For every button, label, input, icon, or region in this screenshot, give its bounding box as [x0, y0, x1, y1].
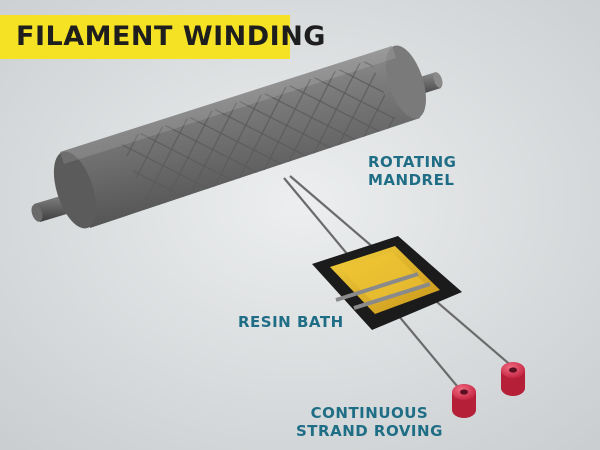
label-line: ROTATING	[368, 153, 457, 171]
label-line: CONTINUOUS	[310, 404, 429, 422]
label-rotating-mandrel: ROTATING MANDREL	[368, 153, 457, 189]
resin-bath	[312, 236, 462, 330]
wound-filament-pattern	[120, 60, 400, 212]
label-continuous-strand-roving: CONTINUOUS STRAND ROVING	[296, 404, 443, 440]
strand-roving-spool	[452, 384, 476, 418]
title-banner: FILAMENT WINDING	[0, 15, 325, 59]
page-title: FILAMENT WINDING	[16, 21, 326, 52]
strand-roving-spool	[501, 362, 525, 396]
label-line: MANDREL	[368, 171, 455, 189]
label-line: STRAND ROVING	[296, 422, 443, 440]
label-resin-bath: RESIN BATH	[238, 313, 344, 331]
rotating-mandrel	[53, 45, 426, 229]
label-line: RESIN BATH	[238, 313, 344, 331]
